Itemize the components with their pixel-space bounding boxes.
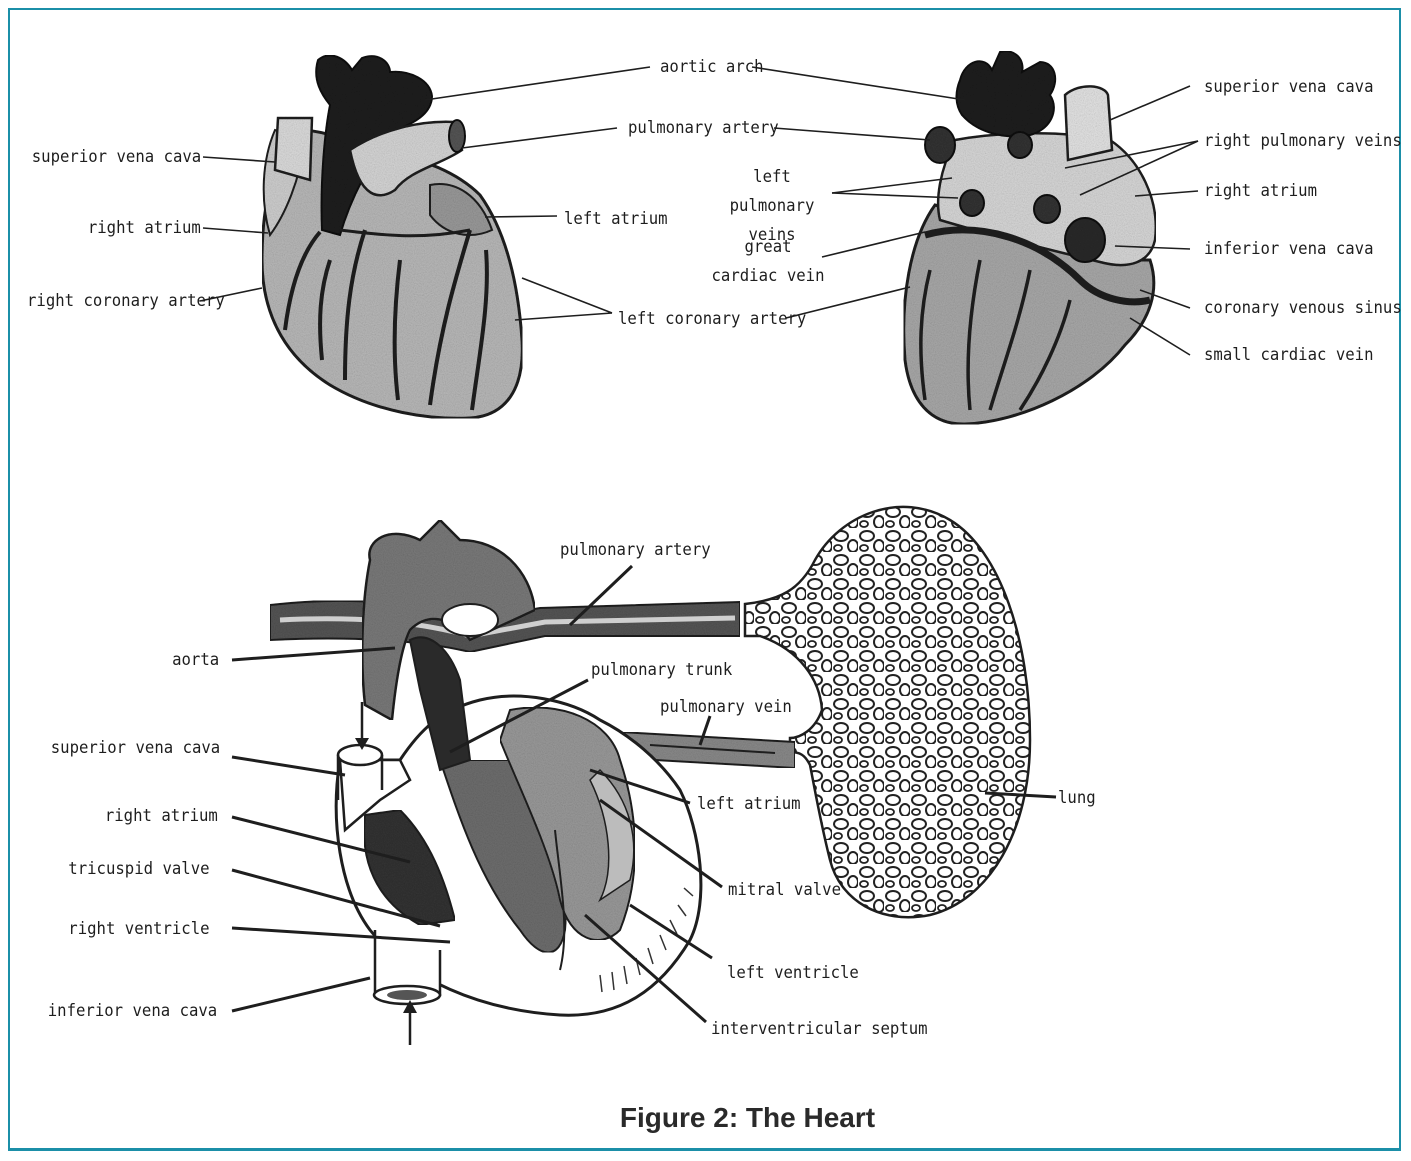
label-left-coronary-artery: left coronary artery	[618, 309, 806, 329]
label-right-ventricle: right ventricle	[69, 919, 210, 939]
label-interventricular-septum: interventricular septum	[711, 1019, 928, 1039]
label-right-coronary-artery: right coronary artery	[27, 291, 225, 311]
label-left-ventricle: left ventricle	[727, 963, 859, 983]
label-pulmonary-artery-anterior: pulmonary artery	[628, 118, 779, 138]
label-aortic-arch: aortic arch	[660, 57, 764, 77]
anterior-heart-drawing	[262, 55, 522, 418]
label-coronary-venous-sinus: coronary venous sinus	[1204, 298, 1402, 318]
label-pulmonary-artery-circulation: pulmonary artery	[560, 540, 711, 560]
label-inferior-vena-cava-posterior: inferior vena cava	[1204, 239, 1373, 259]
label-tricuspid-valve: tricuspid valve	[69, 859, 210, 879]
label-left-atrium-anterior: left atrium	[564, 209, 668, 229]
posterior-heart-drawing	[904, 51, 1156, 424]
label-superior-vena-cava-posterior: superior vena cava	[1204, 77, 1373, 97]
circulation-diagram	[270, 507, 1030, 1045]
label-pulmonary-trunk: pulmonary trunk	[591, 660, 732, 680]
label-pulmonary-vein: pulmonary vein	[660, 697, 792, 717]
label-left-atrium-circulation: left atrium	[697, 794, 801, 814]
label-aorta: aorta	[172, 650, 219, 670]
label-right-atrium-posterior: right atrium	[1204, 181, 1317, 201]
label-inferior-vena-cava-circulation: inferior vena cava	[48, 1001, 217, 1021]
label-superior-vena-cava-anterior: superior vena cava	[32, 147, 201, 167]
figure-caption: Figure 2: The Heart	[0, 1102, 1411, 1134]
label-lung: lung	[1058, 788, 1096, 808]
label-right-atrium-circulation: right atrium	[105, 806, 218, 826]
label-superior-vena-cava-circulation: superior vena cava	[51, 738, 220, 758]
label-great-cardiac-vein: great cardiac vein	[711, 233, 825, 291]
label-small-cardiac-vein: small cardiac vein	[1204, 345, 1373, 365]
label-mitral-valve: mitral valve	[728, 880, 841, 900]
label-right-pulmonary-veins: right pulmonary veins	[1204, 131, 1402, 151]
label-right-atrium-anterior: right atrium	[88, 218, 201, 238]
